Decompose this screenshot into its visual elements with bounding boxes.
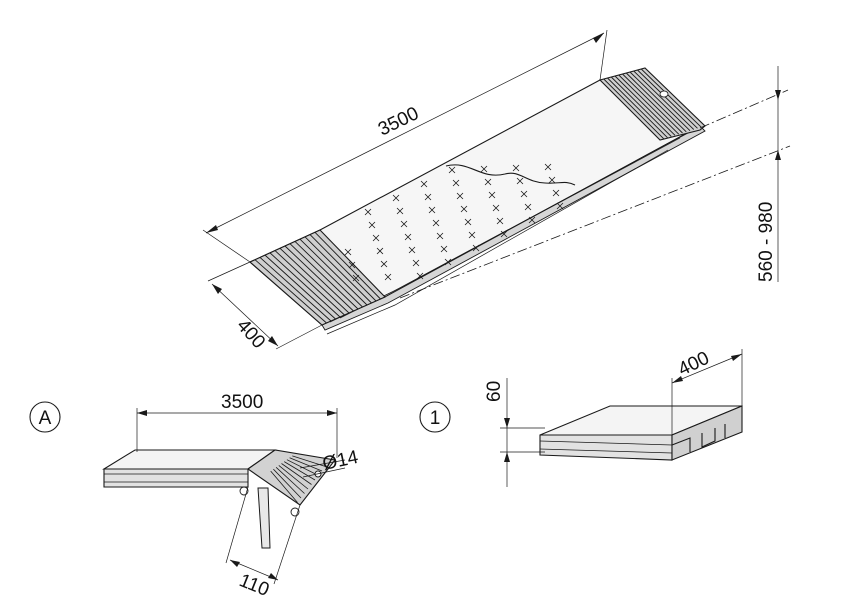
main-ramp: 3500 400 560 - 980 <box>202 29 791 353</box>
detail-1-width-label: 400 <box>675 348 713 381</box>
detail-a-length-label: 3500 <box>221 392 263 413</box>
detail-1-thickness-label: 60 <box>484 381 505 402</box>
svg-text:1: 1 <box>430 408 441 429</box>
detail-a-lip-label: 110 <box>236 570 272 601</box>
detail-1: 1 60 400 <box>419 348 743 487</box>
detail-a-marker: A <box>29 401 61 433</box>
ramp-width-label: 400 <box>232 315 269 353</box>
ramp-length-label: 3500 <box>375 103 422 140</box>
detail-1-marker: 1 <box>419 401 451 433</box>
svg-text:A: A <box>39 408 52 429</box>
section-break-line <box>445 164 576 186</box>
ramp-end-plate-left <box>248 229 386 326</box>
detail-a: A 3500 Ø14 110 <box>29 392 361 601</box>
ramp-end-plate-right <box>598 67 706 141</box>
detail-a-hole-label: Ø14 <box>321 447 361 475</box>
anti-slip-pattern <box>344 163 564 282</box>
ramp-height-dimension: 560 - 980 <box>399 66 791 299</box>
ramp-height-label: 560 - 980 <box>756 202 777 282</box>
